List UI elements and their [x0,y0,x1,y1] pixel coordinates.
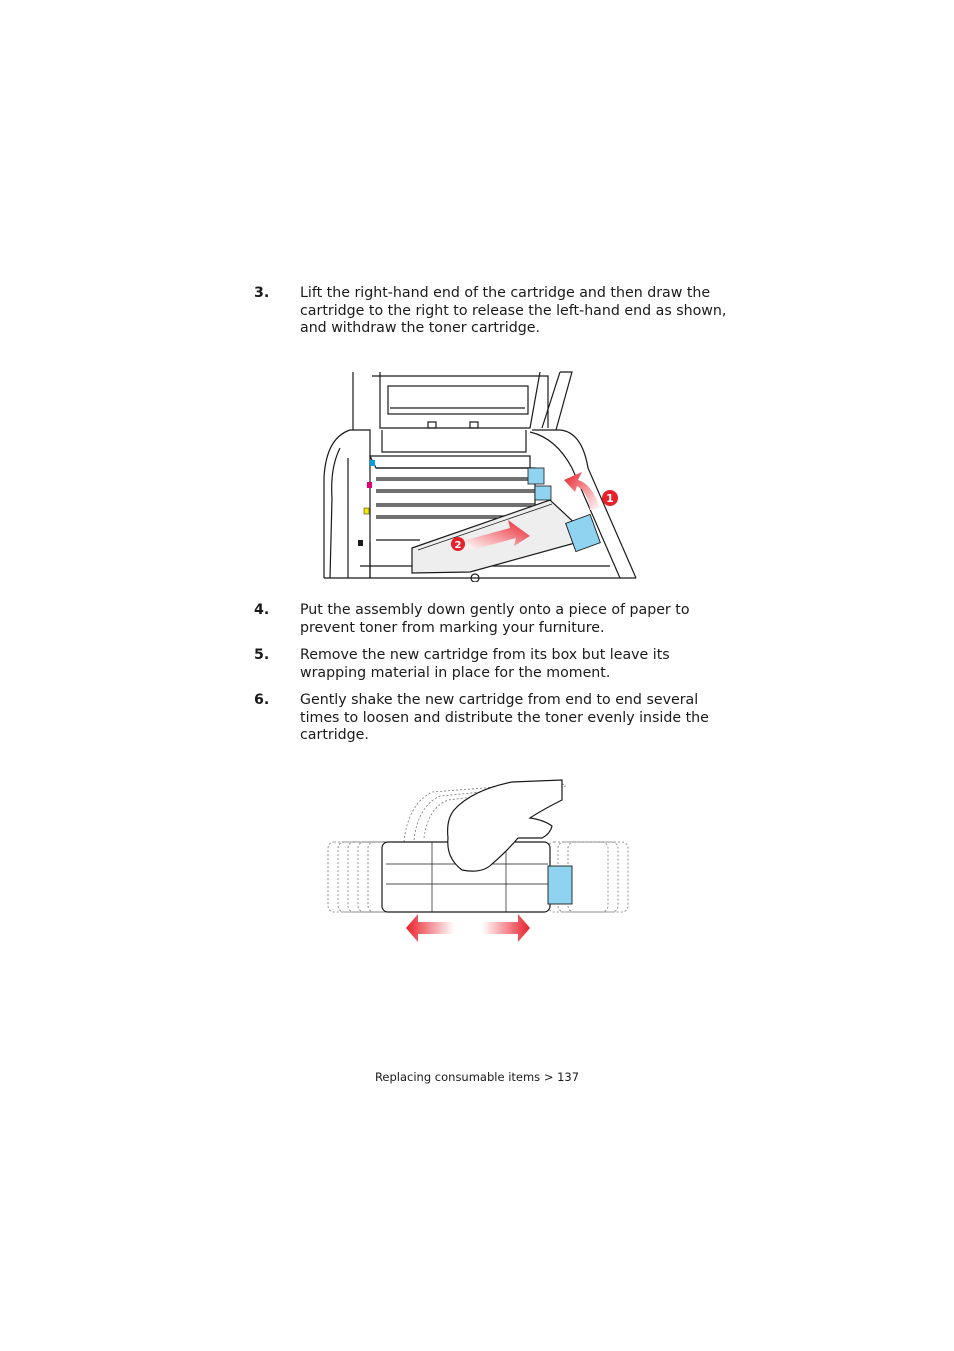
black-marker [358,540,363,546]
hand-icon [447,779,563,872]
yellow-marker [363,507,370,515]
callout-1 [602,490,618,506]
callout-1-label: 1 [606,492,614,505]
printer-cartridge-removal-illustration: 1 2 [323,371,637,582]
step-text: Lift the right-hand end of the cartridge… [300,285,727,337]
step-number: 5. [254,647,270,663]
callout-2 [451,537,465,551]
callout-2-label: 2 [455,540,462,551]
step-text: Gently shake the new cartridge from end … [300,692,709,744]
toner-cartridge [381,841,573,913]
lift-arrow-icon [564,472,600,510]
step-text: Remove the new cartridge from its box bu… [300,647,670,681]
cyan-marker [370,460,375,466]
left-arrow-icon [406,914,454,942]
step-number: 6. [254,692,270,708]
page-footer: Replacing consumable items > 137 [374,1070,580,1084]
slide-arrow-icon [466,520,530,550]
step-number: 4. [254,602,270,618]
magenta-marker [367,482,372,488]
shake-cartridge-illustration [327,779,629,942]
step-text: Put the assembly down gently onto a piec… [300,602,690,636]
right-arrow-icon [482,914,530,942]
step-number: 3. [254,285,270,301]
